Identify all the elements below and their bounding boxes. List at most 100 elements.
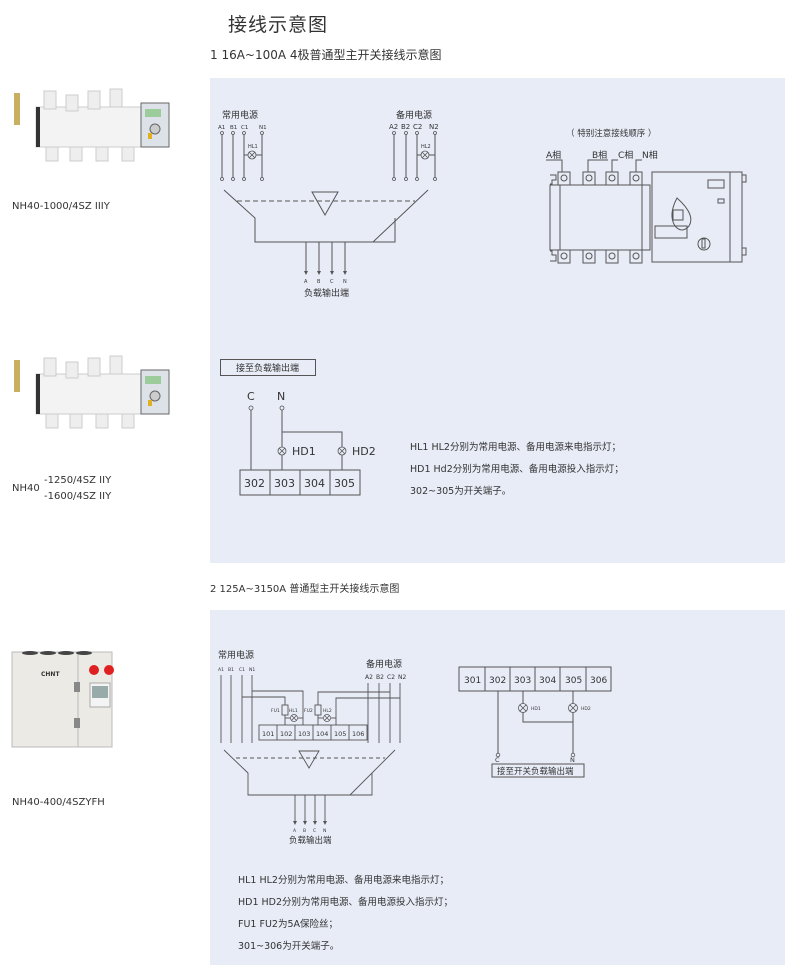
terminal-dot [242,131,246,135]
terminal-303: 303 [514,676,531,686]
top-terminal [109,355,123,375]
terminal-c1: C1 [241,125,248,131]
terminal-dot [433,177,437,181]
terminal-c2: C2 [387,674,395,681]
indicator-light-red [104,665,114,675]
top-terminal [87,90,101,110]
section-2-title: 2 125A~3150A 普通型主开关接线示意图 [210,584,400,595]
lcd-display [92,686,108,698]
normal-source-label: 常用电源 [218,649,254,661]
terminal-n1: N1 [249,667,255,673]
aux-box-label: 接至负载输出端 [236,362,299,374]
lock-icon [74,682,80,692]
cable-hole [22,651,38,655]
load-terminal-a: A [293,828,297,834]
product-model-1: NH40-1000/4SZ IIIY [12,201,110,212]
terminal-b-bottom [582,249,596,264]
product-image-nh40-1000 [14,88,170,162]
terminal-n2: N2 [398,674,406,681]
n1-to-103 [252,690,304,725]
aux-output-n: N [570,756,575,764]
terminal-n-top [629,171,643,186]
terminal-dot [415,177,419,181]
switch-blade-backup [349,749,396,796]
normal-source-label: 常用电源 [222,109,258,121]
lamp-hd2-label: HD2 [581,706,591,712]
lcd-display [145,376,161,384]
terminal-a-top [557,171,571,186]
lamp-cross [278,447,286,455]
control-knob [149,123,161,135]
indicator-light-red [89,665,99,675]
lock-icon [74,718,80,728]
section-2-notes: HL1 HL2分别为常用电源、备用电源来电指示灯； HD1 HD2分别为常用电源… [238,870,453,958]
fuse-fu2-icon [314,704,322,716]
terminal-b2: B2 [376,674,384,681]
c1-to-fu1 [242,696,286,705]
aux-input-c: C [247,390,255,403]
terminal-103: 103 [298,730,310,738]
phase-n-label: N相 [642,149,658,161]
bottom-terminal [69,413,83,429]
top-terminal [65,361,79,379]
terminal-a1: A1 [218,667,224,673]
section-1-title: 1 16A~100A 4极普通型主开关接线示意图 [210,48,442,62]
lamp-cross [338,447,346,455]
screw [608,174,616,182]
product-image-nh40-1250 [14,355,170,429]
cable-hole [40,651,56,655]
terminal-302: 302 [489,676,506,686]
body-edge [36,107,40,147]
terminal-dot [231,177,235,181]
main-wiring-diagram-1: 常用电源 备用电源 A1 B1 C1 N1 HL1 A2 B2 C2 N2 HL… [218,109,439,299]
lamp-hd1-label: HD1 [292,445,316,458]
n2-to-105 [335,697,400,725]
lamp-cross [569,704,577,712]
terminal-dot [404,177,408,181]
note-line: HL1 HL2分别为常用电源、备用电源来电指示灯； [410,442,621,453]
load-output-box [220,359,316,376]
terminal-304: 304 [304,477,325,490]
arrow-c [330,271,334,275]
note-line: HD1 HD2分别为常用电源、备用电源投入指示灯； [238,897,454,908]
top-terminal [87,357,101,377]
section-1-notes: HL1 HL2分别为常用电源、备用电源来电指示灯； HD1 Hd2分别为常用电源… [410,437,624,503]
screw [560,174,568,182]
top-terminal [65,94,79,112]
terminal-304: 304 [539,676,556,686]
note-line: 302~305为开关端子。 [410,486,512,497]
terminal-302: 302 [244,477,265,490]
top-terminal [43,90,57,110]
phase-order-diagram: （ 特别注意接线顺序 ） A相 B相 C相 N相 [546,128,747,264]
terminal-102: 102 [280,730,292,738]
phase-b-leader [587,159,608,172]
aux-input-n: N [277,390,285,403]
operating-mechanism [298,750,320,769]
lamp-hl2-label: HL2 [421,144,431,150]
backup-source-label: 备用电源 [366,658,402,670]
screw [608,252,616,260]
terminal-n-bottom [629,249,643,264]
screw [560,252,568,260]
terminal-101: 101 [262,730,274,738]
terminal-dot [570,752,576,758]
handle [148,400,152,406]
terminal-dot [260,177,264,181]
bottom-terminal [95,413,109,429]
load-terminal-b: B [317,279,321,285]
load-terminal-n: N [323,828,326,834]
lamp-cross [421,151,429,159]
product-model-3: NH40-400/4SZYFH [12,797,105,808]
terminal-b1: B1 [228,667,234,673]
load-terminal-n: N [343,279,347,285]
phase-order-note: （ 特别注意接线顺序 ） [566,128,656,139]
backup-source-label: 备用电源 [396,109,432,121]
arrow-n [323,821,327,825]
mount-notch [742,247,747,256]
terminal-c2: C2 [413,123,422,131]
terminal-106: 106 [352,730,364,738]
switch-outline [223,749,373,796]
load-terminal-b: B [303,828,306,834]
terminal-a2: A2 [389,123,398,131]
load-output-label: 负载输出端 [304,287,349,299]
